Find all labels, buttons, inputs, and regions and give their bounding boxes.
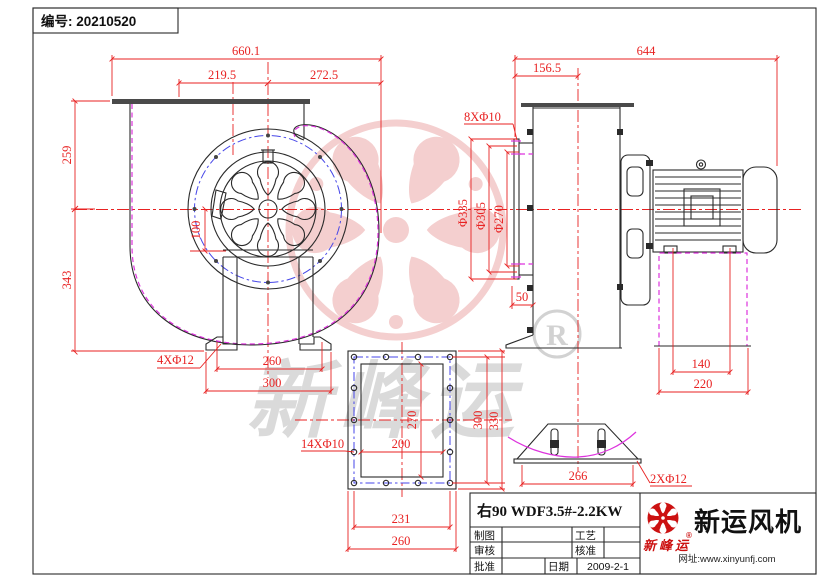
- base-scroll-curve: [507, 431, 637, 458]
- motor-end-cap: [742, 166, 778, 254]
- dim-flange-300: 300: [471, 411, 485, 430]
- flange-dimensions: 14XΦ10 200 270 300 330 231 260: [301, 348, 505, 552]
- inlet-flange-plate: [513, 138, 520, 280]
- title-block: 右90 WDF3.5#-2.2KW 制图 工艺 审核 核准 批准 日期 2009…: [469, 492, 817, 575]
- motor-pedestal: [654, 252, 751, 347]
- dim-front-feet-holes: 4XΦ12: [157, 353, 194, 367]
- registered-mark: ®: [686, 531, 692, 540]
- dim-front-offset: 100: [189, 221, 203, 240]
- base-plate-view: [507, 423, 642, 464]
- doc-number-box: [32, 7, 179, 34]
- titleblock-drafter-label: 制图: [474, 529, 495, 542]
- inlet-collar-outer: [210, 151, 326, 267]
- dim-flange-231: 231: [392, 512, 411, 526]
- dim-side-50: 50: [516, 290, 529, 304]
- inlet-flange-marks: [511, 140, 521, 278]
- scroll-casing-outline: [129, 124, 380, 346]
- dim-front-right: 272.5: [310, 68, 338, 82]
- dim-side-220: 220: [694, 377, 713, 391]
- dim-side-140: 140: [692, 357, 711, 371]
- dim-base-holes: 2XΦ12: [650, 472, 687, 486]
- dim-side-d270: Φ270: [492, 205, 506, 233]
- outlet-flange-view: [347, 350, 457, 490]
- dim-front-left: 219.5: [208, 68, 236, 82]
- titleblock-date-value: 2009-2-1: [587, 561, 629, 573]
- sheet-frame: 编号: 20210520: [32, 7, 817, 575]
- flange-inner: [360, 363, 444, 478]
- brand-script: 新峰运: [643, 538, 691, 553]
- dim-base-266: 266: [569, 469, 588, 483]
- company-logo: 新峰运 ® 新运风机 网址:www.xinyunfj.com: [643, 502, 802, 565]
- base-dimensions: 266 2XΦ12: [519, 460, 692, 487]
- scroll-casing-overlay: [131, 104, 379, 345]
- dim-flange-330: 330: [487, 412, 501, 431]
- left-foot: [205, 336, 238, 351]
- right-foot: [299, 336, 332, 351]
- inlet-vane-handle: [211, 189, 227, 220]
- dim-side-d305: Φ305: [474, 202, 488, 230]
- company-name: 新运风机: [694, 507, 802, 537]
- flange-holes: [350, 353, 454, 487]
- motor: [652, 159, 778, 254]
- dim-side-holes: 8XΦ10: [464, 110, 501, 124]
- company-website: 网址:www.xinyunfj.com: [678, 553, 775, 565]
- titleblock-approver-label: 核准: [575, 544, 596, 557]
- support-stand: [205, 249, 332, 351]
- base-trapezoid: [515, 423, 640, 460]
- dim-side-inlet: 156.5: [533, 61, 561, 75]
- flange-bolt-line: [353, 356, 451, 484]
- titleblock-process-label: 工艺: [575, 530, 596, 542]
- side-dimensions: 644 156.5 8XΦ10 Φ335 Φ305 Φ270 50 140 22…: [456, 44, 780, 395]
- dim-front-feet-in: 260: [263, 354, 282, 368]
- front-view: [112, 99, 380, 351]
- bolt-dots: [192, 133, 344, 285]
- flange-outer: [347, 350, 457, 490]
- watermark-r-letter: R: [546, 319, 568, 352]
- titleblock-ratify-label: 批准: [474, 560, 495, 573]
- dim-side-d335: Φ335: [456, 199, 470, 227]
- eye-bolt: [695, 159, 707, 170]
- watermark-fan-logo: [285, 119, 507, 341]
- dim-front-feet-out: 300: [263, 376, 282, 390]
- watermark-layer: R 新峰运: [246, 119, 582, 449]
- titleblock-date-label: 日期: [548, 561, 569, 573]
- watermark-brand-text: 新峰运: [246, 356, 524, 449]
- model-designation: 右90 WDF3.5#-2.2KW: [477, 502, 622, 520]
- terminal-box: [683, 188, 721, 227]
- casing-base: [505, 334, 622, 349]
- casing-side-circle: [187, 128, 349, 290]
- titleblock-checker-label: 审核: [474, 544, 495, 557]
- watermark-registered-icon: R: [532, 309, 582, 359]
- dim-front-total: 660.1: [232, 44, 260, 58]
- inlet-grille: [220, 161, 316, 257]
- motor-bracket: [620, 154, 653, 306]
- dim-flange-200: 200: [392, 437, 411, 451]
- front-dimensions: 660.1 219.5 272.5 259 343 100 4XΦ12 260 …: [60, 44, 384, 394]
- motor-fins: [655, 176, 741, 241]
- dim-front-top: 259: [60, 146, 74, 165]
- base-plate: [513, 458, 642, 464]
- dim-flange-270: 270: [405, 411, 419, 430]
- doc-number: 编号: 20210520: [41, 13, 136, 29]
- dim-flange-260: 260: [392, 534, 411, 548]
- dim-flange-holes: 14XΦ10: [301, 437, 344, 451]
- dim-front-bottom: 343: [60, 271, 74, 290]
- dim-side-total: 644: [637, 44, 657, 58]
- side-view: [505, 103, 778, 349]
- casing-bolts: [527, 129, 623, 333]
